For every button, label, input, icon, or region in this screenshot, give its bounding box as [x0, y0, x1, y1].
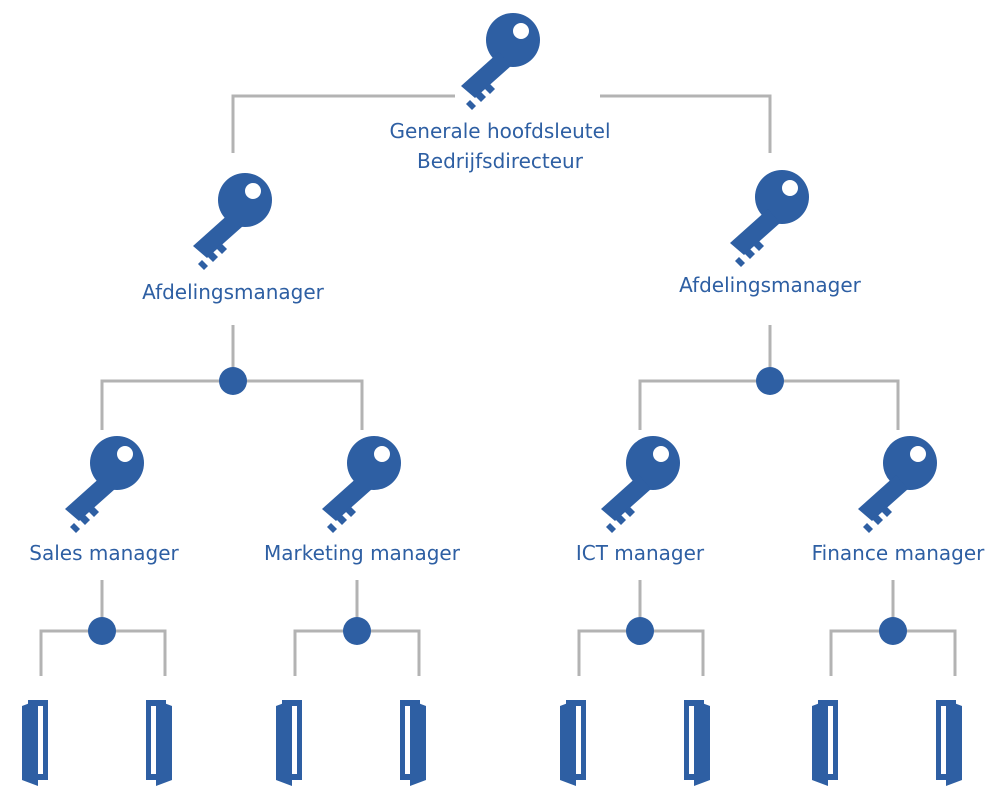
master-key-icon [461, 13, 540, 110]
door-icon [276, 700, 302, 786]
department-key-icon-left [193, 173, 272, 270]
door-icon [146, 700, 172, 786]
ict-key-icon [601, 436, 680, 533]
root-label-line1: Generale hoofdsleutel [389, 119, 611, 143]
junction-dot [879, 617, 907, 645]
department-key-icon-right [730, 170, 809, 267]
department-label-right: Afdelingsmanager [679, 273, 861, 297]
ict-manager-label: ICT manager [575, 541, 705, 565]
department-label-left: Afdelingsmanager [142, 280, 324, 304]
connector-root-left [231, 94, 455, 153]
sales-key-icon [65, 436, 144, 533]
root-label-line2: Bedrijfsdirecteur [417, 149, 583, 173]
junction-dot [756, 367, 784, 395]
junction-dot [88, 617, 116, 645]
junction-dot [626, 617, 654, 645]
sales-manager-label: Sales manager [29, 541, 179, 565]
junction-dot [219, 367, 247, 395]
finance-key-icon [858, 436, 937, 533]
door-icon [400, 700, 426, 786]
door-icon [684, 700, 710, 786]
door-icon [22, 700, 48, 786]
marketing-key-icon [322, 436, 401, 533]
marketing-manager-label: Marketing manager [264, 541, 460, 565]
connectors [39, 94, 957, 676]
junction-dot [343, 617, 371, 645]
door-icon [560, 700, 586, 786]
root-label: Generale hoofdsleutel Bedrijfsdirecteur [389, 116, 610, 176]
junctions [88, 367, 907, 645]
door-icon [812, 700, 838, 786]
finance-manager-label: Finance manager [811, 541, 985, 565]
door-icon [936, 700, 962, 786]
connector-root-right [600, 94, 772, 153]
